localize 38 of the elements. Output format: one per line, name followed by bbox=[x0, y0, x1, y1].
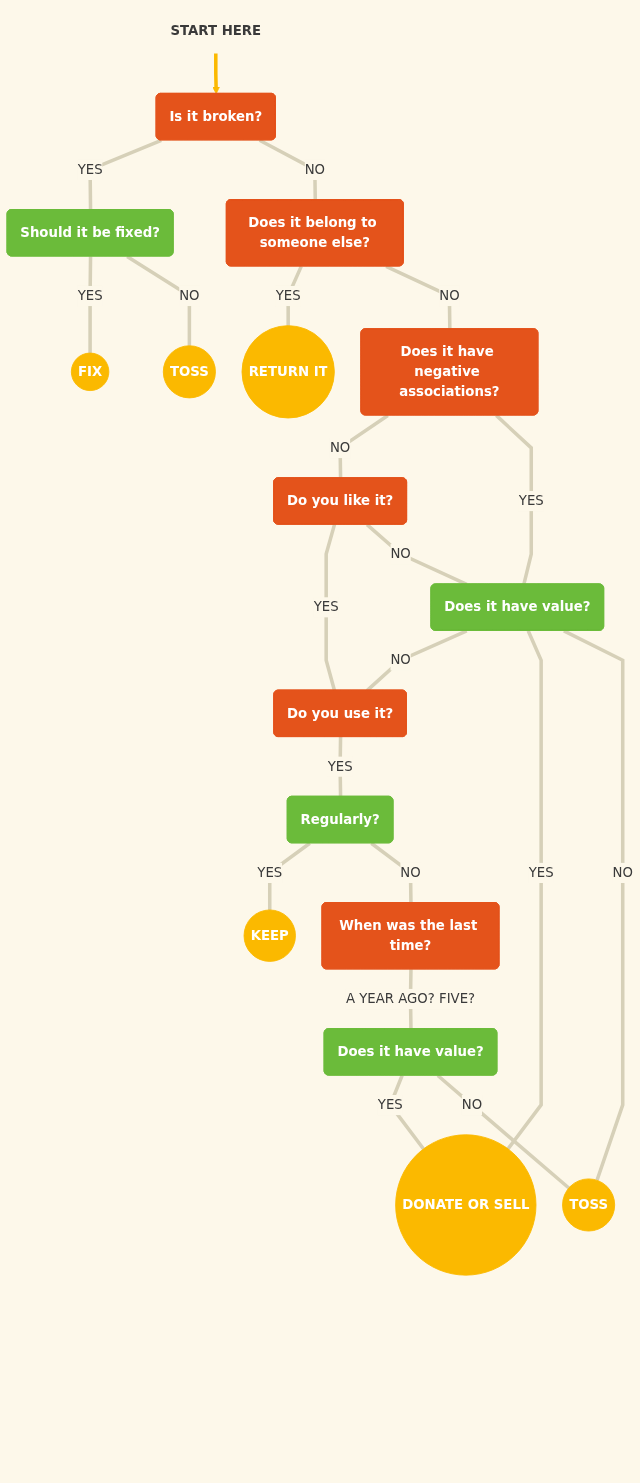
connector bbox=[370, 841, 413, 903]
connector bbox=[338, 413, 389, 479]
edge-label: NO bbox=[461, 1096, 483, 1113]
connector bbox=[126, 254, 192, 346]
edge-label: NO bbox=[179, 287, 200, 304]
edge-label: NO bbox=[390, 545, 411, 562]
connector bbox=[385, 264, 452, 330]
edge-label: YES bbox=[313, 598, 339, 615]
connector bbox=[506, 630, 543, 1150]
edge-label: YES bbox=[518, 492, 544, 509]
connector bbox=[324, 524, 337, 692]
connector bbox=[436, 1074, 570, 1190]
edge-label: NO bbox=[390, 652, 411, 668]
node-circle: TOSS bbox=[162, 345, 216, 399]
node-circle: RETURN IT bbox=[241, 325, 335, 419]
node-circle: DONATE OR SELL bbox=[395, 1134, 537, 1276]
node-circle: FIX bbox=[70, 352, 110, 392]
edge-label: NO bbox=[439, 287, 460, 304]
connector bbox=[365, 629, 468, 692]
node-text: START HERE bbox=[170, 22, 262, 39]
connector bbox=[495, 414, 533, 585]
edge-label: NO bbox=[304, 161, 326, 178]
connector bbox=[258, 138, 318, 200]
node-circle: TOSS bbox=[562, 1178, 616, 1232]
arrow bbox=[212, 53, 220, 95]
edge-label: YES bbox=[327, 758, 353, 775]
edge-label: A YEAR AGO? FIVE? bbox=[345, 990, 476, 1007]
edge-label: YES bbox=[257, 864, 283, 881]
node-circle: KEEP bbox=[243, 909, 296, 962]
edge-label: NO bbox=[329, 439, 351, 456]
edge-label: YES bbox=[77, 287, 103, 304]
connector bbox=[563, 629, 625, 1181]
edge-label: YES bbox=[377, 1096, 403, 1113]
edge-label: YES bbox=[77, 161, 103, 178]
edge-label: YES bbox=[275, 287, 301, 304]
edge-label: NO bbox=[400, 864, 421, 881]
edge-label: YES bbox=[528, 864, 554, 881]
edge-label: NO bbox=[612, 864, 633, 881]
